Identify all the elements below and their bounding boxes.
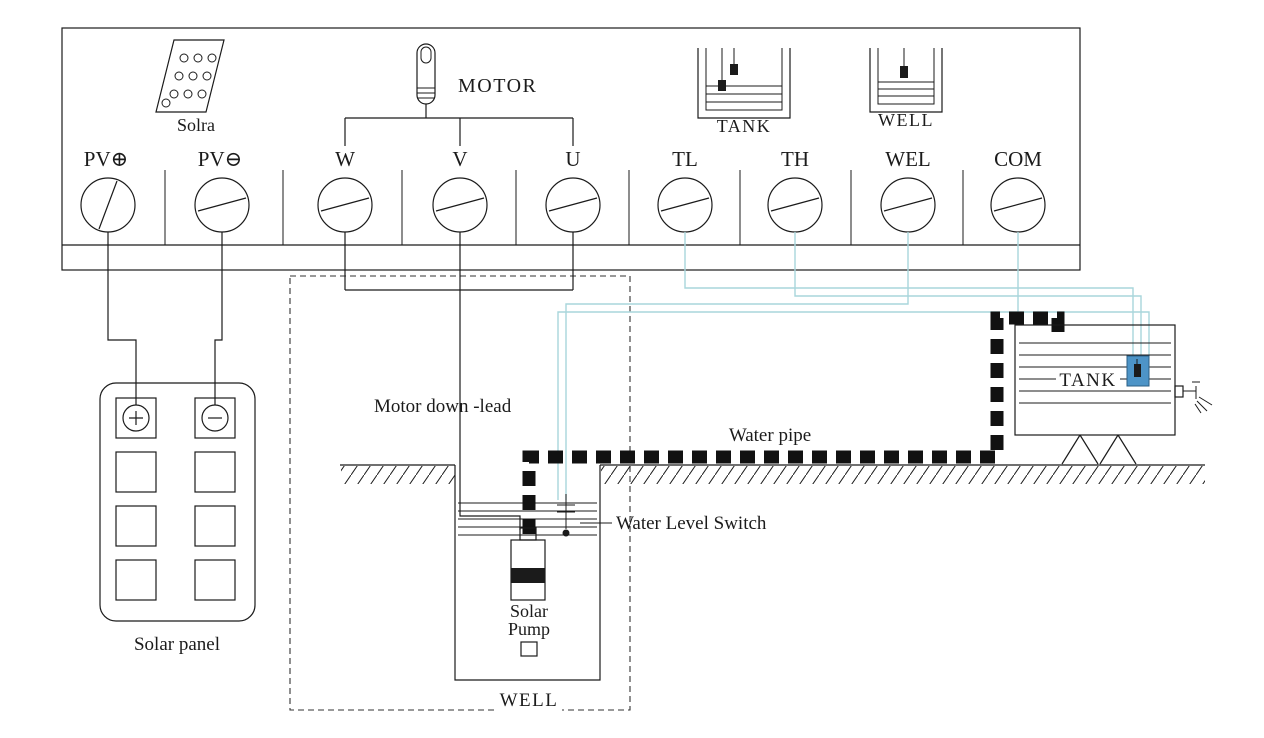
terminal-dividers [164,170,964,245]
tank-label-backing [1056,369,1120,390]
pump-label-line2: Pump [508,619,550,639]
terminal-screws [80,177,1046,233]
well-icon-water-lines [878,81,934,97]
pump-label-line1: Solar [510,601,548,621]
terminal-screw-slot-wel [883,197,933,212]
wire-pv-minus [214,232,223,405]
panel-positive-sign [129,411,143,425]
terminal-block [61,27,1081,271]
water-pipe-label: Water pipe [729,425,811,446]
terminal-label-com: COM [994,147,1042,171]
pump-band [511,568,545,583]
motor-icon-body [416,43,436,105]
wire-pv-plus [107,232,137,405]
well-icon-inner [877,48,935,105]
water-level-switch-label: Water Level Switch [616,513,767,534]
solar-array-icon: Solra [155,39,225,135]
wire-tl [684,232,1134,356]
ground [340,464,1205,484]
tank-sensor-float [1134,364,1141,377]
terminal-label-v: V [452,147,467,171]
terminal-label-w: W [335,147,355,171]
tank-icon-label: TANK [717,116,772,136]
well-label: WELL [500,690,559,711]
tank-icon-water-lines [706,85,782,103]
well-label-backing [496,688,562,712]
storage-tank: TANK [1014,324,1213,465]
well-icon-sensor [900,66,908,78]
motor-icon-leads [344,104,574,146]
panel-negative-terminal [201,404,229,432]
terminal-screw-slot-w [320,197,370,212]
water-level-switch: Water Level Switch [557,494,767,537]
tank-body [1014,324,1176,436]
wire-th [794,232,1142,356]
motor-down-lead-label: Motor down -lead [374,396,512,417]
panel-positive-terminal [122,404,150,432]
tank-stand-legs [1061,434,1137,465]
power-wires [107,232,574,530]
wire-motor-bus [344,232,574,291]
terminal-screw-slot-u [548,197,598,212]
wire-com-to-well [557,232,1019,500]
solar-panel-frame [99,382,256,622]
terminal-screw-slot-th [770,197,820,212]
terminal-screw-slot-pv-plus [98,180,118,230]
terminal-block-outline [61,27,1081,271]
solar-panel-cells [115,397,236,601]
solar-array-icon-cells [161,53,217,108]
tank-icon-outer [697,48,791,119]
well-icon: WELL [869,48,943,130]
tank-label: TANK [1059,370,1116,391]
terminal-labels: PV⊕ PV⊖ W V U TL TH WEL COM [84,147,1042,171]
motor-icon: MOTOR [344,43,574,146]
terminal-label-th: TH [781,147,809,171]
motor-icon-stripes [417,87,435,99]
terminal-label-pv-plus: PV⊕ [84,147,128,171]
wire-motor-down-lead [459,290,521,530]
water-pipe [522,311,1065,534]
ground-hatch-right [601,466,1205,484]
water-level-switch-float [562,529,570,537]
tank-icon: TANK [697,48,791,136]
terminal-screw-slot-pv-minus [197,197,247,212]
terminal-screw-slot-v [435,197,485,212]
faucet-icon [1174,381,1213,414]
ground-hatch-left [341,466,455,484]
terminal-label-pv-minus: PV⊖ [198,147,242,171]
motor-icon-inner [420,46,432,64]
wire-wel [565,232,909,500]
solar-panel: Solar panel [99,382,256,655]
tank-icon-sensor-stems [721,48,735,80]
well-icon-outer [869,48,943,113]
motor-icon-label: MOTOR [458,75,537,97]
well-icon-label: WELL [878,110,934,130]
well-walls [454,465,601,681]
tank-icon-inner [705,48,783,111]
terminal-screw-slot-tl [660,197,710,212]
terminal-label-u: U [565,147,580,171]
terminal-screw-slot-com [993,197,1043,212]
tank-icon-sensor-low [718,80,726,91]
solar-pump: Solar Pump [508,527,550,657]
terminal-label-tl: TL [672,147,698,171]
signal-wires [557,232,1150,500]
water-level-switch-symbol [557,494,575,529]
solar-array-icon-body [155,39,225,113]
solar-panel-label: Solar panel [134,634,220,655]
pump-tail [520,641,538,657]
solar-array-icon-label: Solra [177,115,215,135]
terminal-label-wel: WEL [885,147,930,171]
tank-icon-sensor-high [730,64,738,75]
